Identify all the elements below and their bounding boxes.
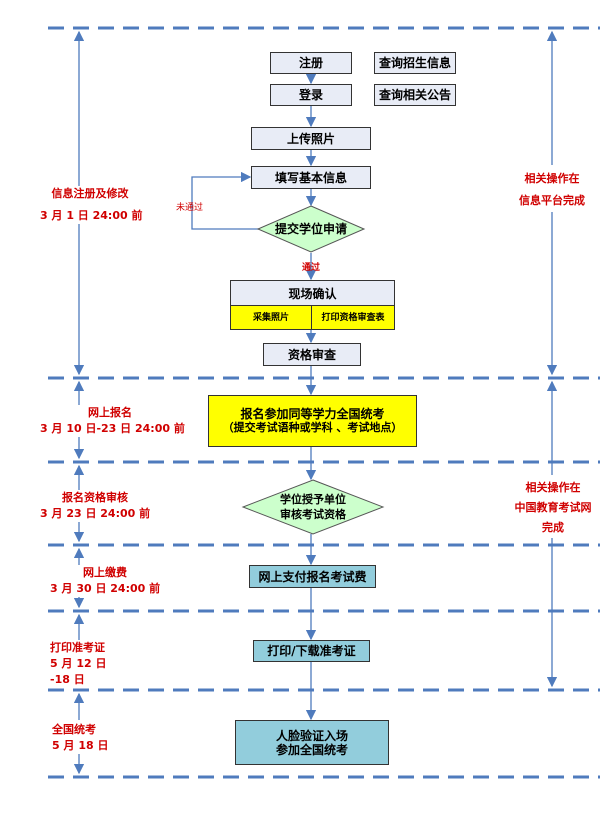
collect-photo-label: 采集照片 bbox=[252, 312, 289, 323]
enroll-exam-line2: （提交考试语种或学科 、考试地点） bbox=[222, 421, 403, 434]
fill-info-box: 填写基本信息 bbox=[251, 166, 371, 189]
note-line: 相关操作在 bbox=[525, 481, 581, 494]
onsite-confirm-box: 现场确认 bbox=[230, 280, 395, 306]
exam-line1: 人脸验证入场 bbox=[275, 728, 348, 743]
unit-review-label: 学位授予单位审核考试资格 bbox=[243, 492, 383, 522]
stage-title: 全国统考 bbox=[52, 723, 96, 736]
login-label: 登录 bbox=[298, 88, 323, 102]
stage-label-online-enroll: 网上报名 3 月 10 日-23 日 24:00 前 bbox=[40, 405, 185, 437]
pay-fee-box: 网上支付报名考试费 bbox=[249, 565, 376, 588]
qualification-review-box: 资格审查 bbox=[263, 343, 361, 366]
stage-label-exam: 全国统考 5 月 18 日 bbox=[52, 722, 112, 754]
submit-diamond bbox=[256, 205, 366, 253]
enroll-exam-box: 报名参加同等学力全国统考（提交考试语种或学科 、考试地点） bbox=[208, 395, 417, 447]
unit-review-line2: 审核考试资格 bbox=[280, 508, 346, 521]
submit-application-label: 提交学位申请 bbox=[274, 221, 347, 236]
login-box: 登录 bbox=[270, 84, 352, 106]
pay-fee-label: 网上支付报名考试费 bbox=[258, 569, 367, 584]
collect-photo-box: 采集照片 bbox=[230, 305, 312, 330]
stage-label-ticket: 打印准考证 5 月 12 日 -18 日 bbox=[50, 640, 130, 688]
query-notice-box: 查询相关公告 bbox=[374, 84, 456, 106]
exam-box: 人脸验证入场参加全国统考 bbox=[235, 720, 389, 765]
fill-info-label: 填写基本信息 bbox=[274, 170, 347, 185]
onsite-confirm-label: 现场确认 bbox=[288, 286, 337, 301]
qualification-review-label: 资格审查 bbox=[287, 347, 336, 362]
stage-date: 3 月 23 日 24:00 前 bbox=[40, 507, 151, 520]
stage-dividers bbox=[48, 26, 600, 779]
unit-review-line1: 学位授予单位 bbox=[280, 493, 346, 506]
stage-title: 打印准考证 bbox=[50, 641, 105, 654]
print-form-label: 打印资格审查表 bbox=[321, 312, 385, 323]
exam-line2: 参加全国统考 bbox=[275, 742, 348, 757]
query-notice-label: 查询相关公告 bbox=[378, 88, 451, 102]
stage-title: 信息注册及修改 bbox=[51, 187, 129, 200]
stage-date: 5 月 18 日 bbox=[52, 739, 109, 752]
stage-date: 3 月 10 日-23 日 24:00 前 bbox=[40, 422, 185, 435]
stage-title: 报名资格审核 bbox=[62, 491, 128, 504]
print-form-box: 打印资格审查表 bbox=[311, 305, 395, 330]
passed-label: 通过 bbox=[302, 263, 321, 273]
upload-photo-box: 上传照片 bbox=[251, 127, 371, 150]
register-label: 注册 bbox=[298, 56, 323, 70]
note-line: 中国教育考试网 bbox=[514, 501, 592, 514]
print-ticket-label: 打印/下载准考证 bbox=[267, 644, 356, 658]
stage-date: 5 月 12 日 -18 日 bbox=[50, 657, 107, 686]
stage-label-review: 报名资格审核 3 月 23 日 24:00 前 bbox=[40, 490, 150, 522]
not-passed-label: 未通过 bbox=[176, 203, 204, 213]
note-line: 信息平台完成 bbox=[519, 194, 585, 207]
note-line: 相关操作在 bbox=[524, 172, 580, 185]
stage-label-payment: 网上缴费 3 月 30 日 24:00 前 bbox=[50, 565, 160, 597]
stage-date: 3 月 30 日 24:00 前 bbox=[50, 582, 161, 595]
review-diamond bbox=[241, 479, 385, 535]
stage-date: 3 月 1 日 24:00 前 bbox=[40, 209, 143, 222]
stage-label-register: 信息注册及修改 3 月 1 日 24:00 前 bbox=[40, 186, 143, 224]
query-admission-label: 查询招生信息 bbox=[378, 56, 451, 70]
note-line: 完成 bbox=[542, 521, 564, 534]
enroll-exam-line1: 报名参加同等学力全国统考 bbox=[240, 407, 385, 421]
register-box: 注册 bbox=[270, 52, 352, 74]
print-ticket-box: 打印/下载准考证 bbox=[253, 640, 370, 662]
query-admission-box: 查询招生信息 bbox=[374, 52, 456, 74]
upload-photo-label: 上传照片 bbox=[286, 131, 335, 146]
note-exam-site: 相关操作在中国教育考试网完成 bbox=[505, 478, 601, 538]
stage-title: 网上缴费 bbox=[83, 566, 127, 579]
flow-arrows bbox=[191, 73, 317, 721]
note-info-platform: 相关操作在信息平台完成 bbox=[510, 168, 594, 212]
stage-title: 网上报名 bbox=[88, 406, 132, 419]
